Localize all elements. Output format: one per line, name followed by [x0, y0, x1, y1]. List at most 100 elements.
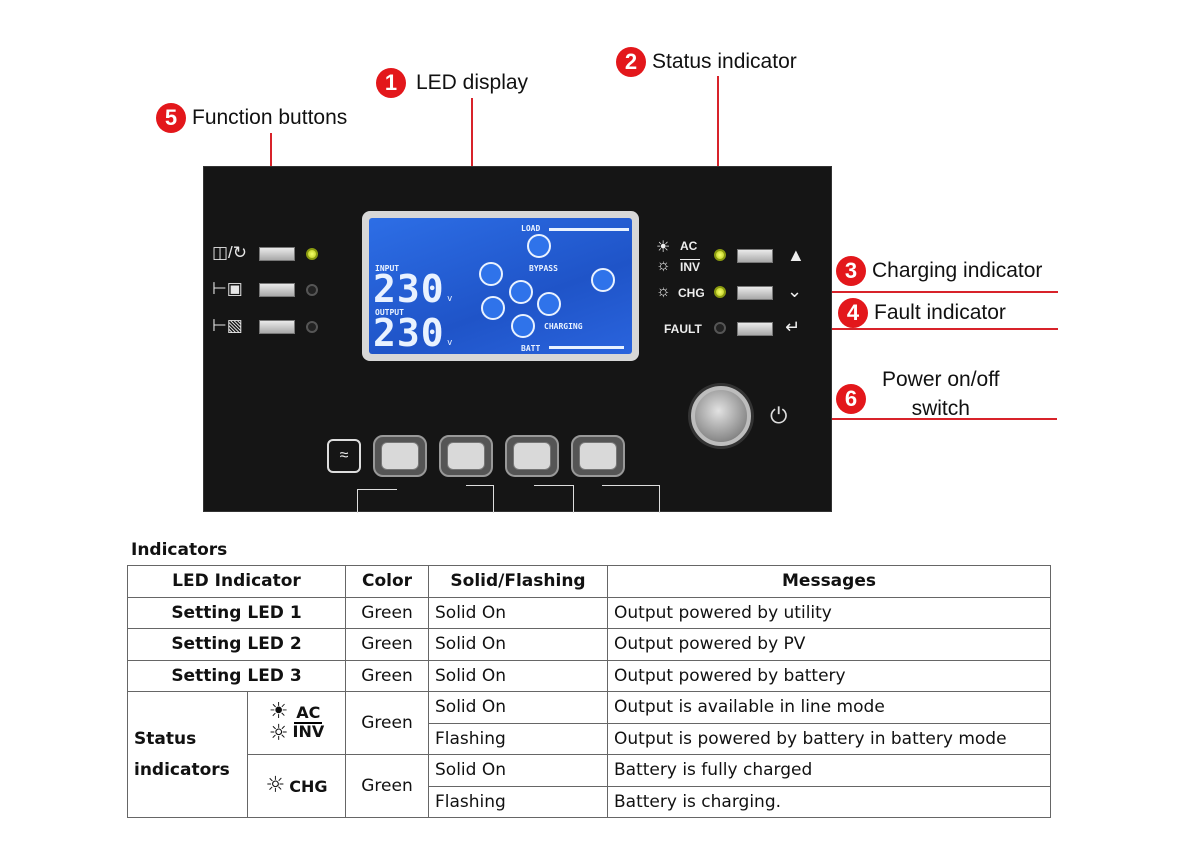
battery-bar	[549, 346, 624, 349]
indicator-cell: Setting LED 3	[127, 659, 346, 692]
indicator-cell: Setting LED 2	[127, 628, 346, 661]
function-button-2[interactable]	[259, 283, 295, 297]
callout-led-display: 1 LED display	[376, 68, 528, 98]
callout-label: Function buttons	[192, 106, 348, 129]
bottom-button-1[interactable]	[373, 435, 427, 477]
mode-cell: Flashing	[428, 722, 608, 755]
chg-symbol-cell: ☼ CHG	[247, 754, 346, 818]
mode-cell: Solid On	[428, 691, 608, 724]
sun-outline-icon: ☼	[265, 773, 286, 798]
status-label: indicators	[134, 759, 230, 780]
chg-symbol: ☼ CHG	[266, 775, 328, 797]
bypass-priority-icon: ◫/↻	[212, 243, 248, 262]
enter-button[interactable]	[737, 322, 773, 336]
callout-number: 1	[376, 68, 406, 98]
color-cell: Green	[345, 628, 429, 661]
callout-power-switch: 6 Power on/off switch	[836, 365, 1000, 423]
lcd-batt-label: BATT	[521, 344, 541, 353]
message-cell: Output is powered by battery in battery …	[607, 722, 1051, 755]
lcd-unit: v	[447, 294, 453, 304]
callout-number: 3	[836, 256, 866, 286]
fault-led	[714, 322, 726, 334]
lcd-unit: v	[447, 338, 453, 348]
color-cell: Green	[345, 754, 429, 818]
arrow-up-icon: ▲	[787, 245, 805, 265]
ac-label: AC	[680, 239, 698, 253]
battery-hex-icon	[537, 292, 561, 316]
callout-number: 4	[838, 298, 868, 328]
color-cell: Green	[345, 596, 429, 629]
table-row: Flashing Output is powered by battery in…	[128, 722, 1051, 755]
lcd-input-label: INPUT	[375, 264, 400, 273]
up-button[interactable]	[737, 249, 773, 263]
lcd-output-value: 230	[373, 311, 445, 354]
charging-led	[714, 286, 726, 298]
leader-line	[722, 328, 1058, 330]
table-row: Status indicators ☀ ☼ AC INV Green Solid…	[127, 691, 1051, 818]
header-color: Color	[345, 565, 429, 598]
table-header-row: LED Indicator Color Solid/Flashing Messa…	[127, 565, 1051, 598]
bottom-button-3[interactable]	[505, 435, 559, 477]
bottom-leader	[602, 485, 660, 513]
ac-inv-symbol: ☀ ☼ AC INV	[269, 701, 324, 745]
chg-label: CHG	[678, 286, 705, 300]
message-cell: Battery is charging.	[607, 785, 1051, 818]
color-cell: Green	[345, 659, 429, 692]
header-solid-flashing: Solid/Flashing	[428, 565, 608, 598]
lcd-output-label: OUTPUT	[375, 308, 404, 317]
table-row: Setting LED 1 Green Solid On Output powe…	[127, 596, 1051, 629]
power-icon: ⏻	[770, 403, 788, 428]
solar-panel-icon	[579, 442, 617, 470]
mode-cell: Solid On	[428, 628, 608, 661]
table-row: Setting LED 2 Green Solid On Output powe…	[127, 628, 1051, 661]
leader-line	[745, 418, 1057, 420]
lcd-load-label: LOAD	[521, 224, 541, 233]
callout-label: LED display	[416, 71, 529, 94]
lcd-screen: LOAD INPUT 230 v OUTPUT 230 v BYPASS CHA…	[369, 218, 632, 354]
callout-charging-indicator: 3 Charging indicator	[836, 256, 1042, 286]
lcd-input-value: 230	[373, 267, 445, 311]
bottom-button-row: ≈	[327, 435, 625, 477]
bottom-leader	[357, 489, 397, 513]
lcd-bypass-label: BYPASS	[529, 264, 558, 273]
chevron-down-icon: ⌄	[787, 281, 803, 301]
table-row: Flashing Battery is charging.	[128, 785, 1051, 818]
setting-led-3	[306, 321, 318, 333]
enter-arrow-icon: ↵	[785, 317, 801, 337]
leader-line	[717, 76, 719, 254]
inverter-panel: ◫/↻ ⊢▣ ⊢▧ LOAD INPUT 230 v OUTPUT 230 v …	[203, 166, 832, 513]
setting-led-2	[306, 284, 318, 296]
mode-cell: Solid On	[428, 659, 608, 692]
table-row: ☼ CHG Green Solid On Battery is fully ch…	[128, 754, 1051, 818]
fault-label: FAULT	[664, 322, 702, 336]
callout-number: 5	[156, 103, 186, 133]
load-hex-icon	[527, 234, 551, 258]
mode-cell: Flashing	[428, 785, 608, 818]
function-button-3[interactable]	[259, 320, 295, 334]
sun-half-icon: ☼	[656, 257, 671, 274]
callout-fault-indicator: 4 Fault indicator	[838, 298, 1006, 328]
ac-hex-icon	[479, 262, 503, 286]
output-hex-icon	[591, 268, 615, 292]
status-label: Status	[134, 728, 197, 749]
bottom-leader	[466, 485, 494, 513]
callout-function-buttons: 5 Function buttons	[156, 103, 347, 133]
message-cell: Output powered by PV	[607, 628, 1051, 661]
power-switch[interactable]	[691, 386, 751, 446]
battery-type-icon	[513, 442, 551, 470]
battery-output-icon: ⊢▧	[212, 316, 243, 335]
message-cell: Battery is fully charged	[607, 754, 1051, 787]
bottom-button-2[interactable]	[439, 435, 493, 477]
leader-line	[722, 291, 1058, 293]
table-row: Setting LED 3 Green Solid On Output powe…	[127, 659, 1051, 692]
callout-number: 2	[616, 47, 646, 77]
bottom-button-4[interactable]	[571, 435, 625, 477]
callout-label: Charging indicator	[872, 259, 1043, 282]
sun-filled-icon: ☀	[268, 699, 289, 724]
lcd-charging-label: CHARGING	[544, 322, 583, 331]
setting-led-1	[306, 248, 318, 260]
solar-hex-icon	[481, 296, 505, 320]
mode-cell: Solid On	[428, 596, 608, 629]
function-button-1[interactable]	[259, 247, 295, 261]
down-button[interactable]	[737, 286, 773, 300]
